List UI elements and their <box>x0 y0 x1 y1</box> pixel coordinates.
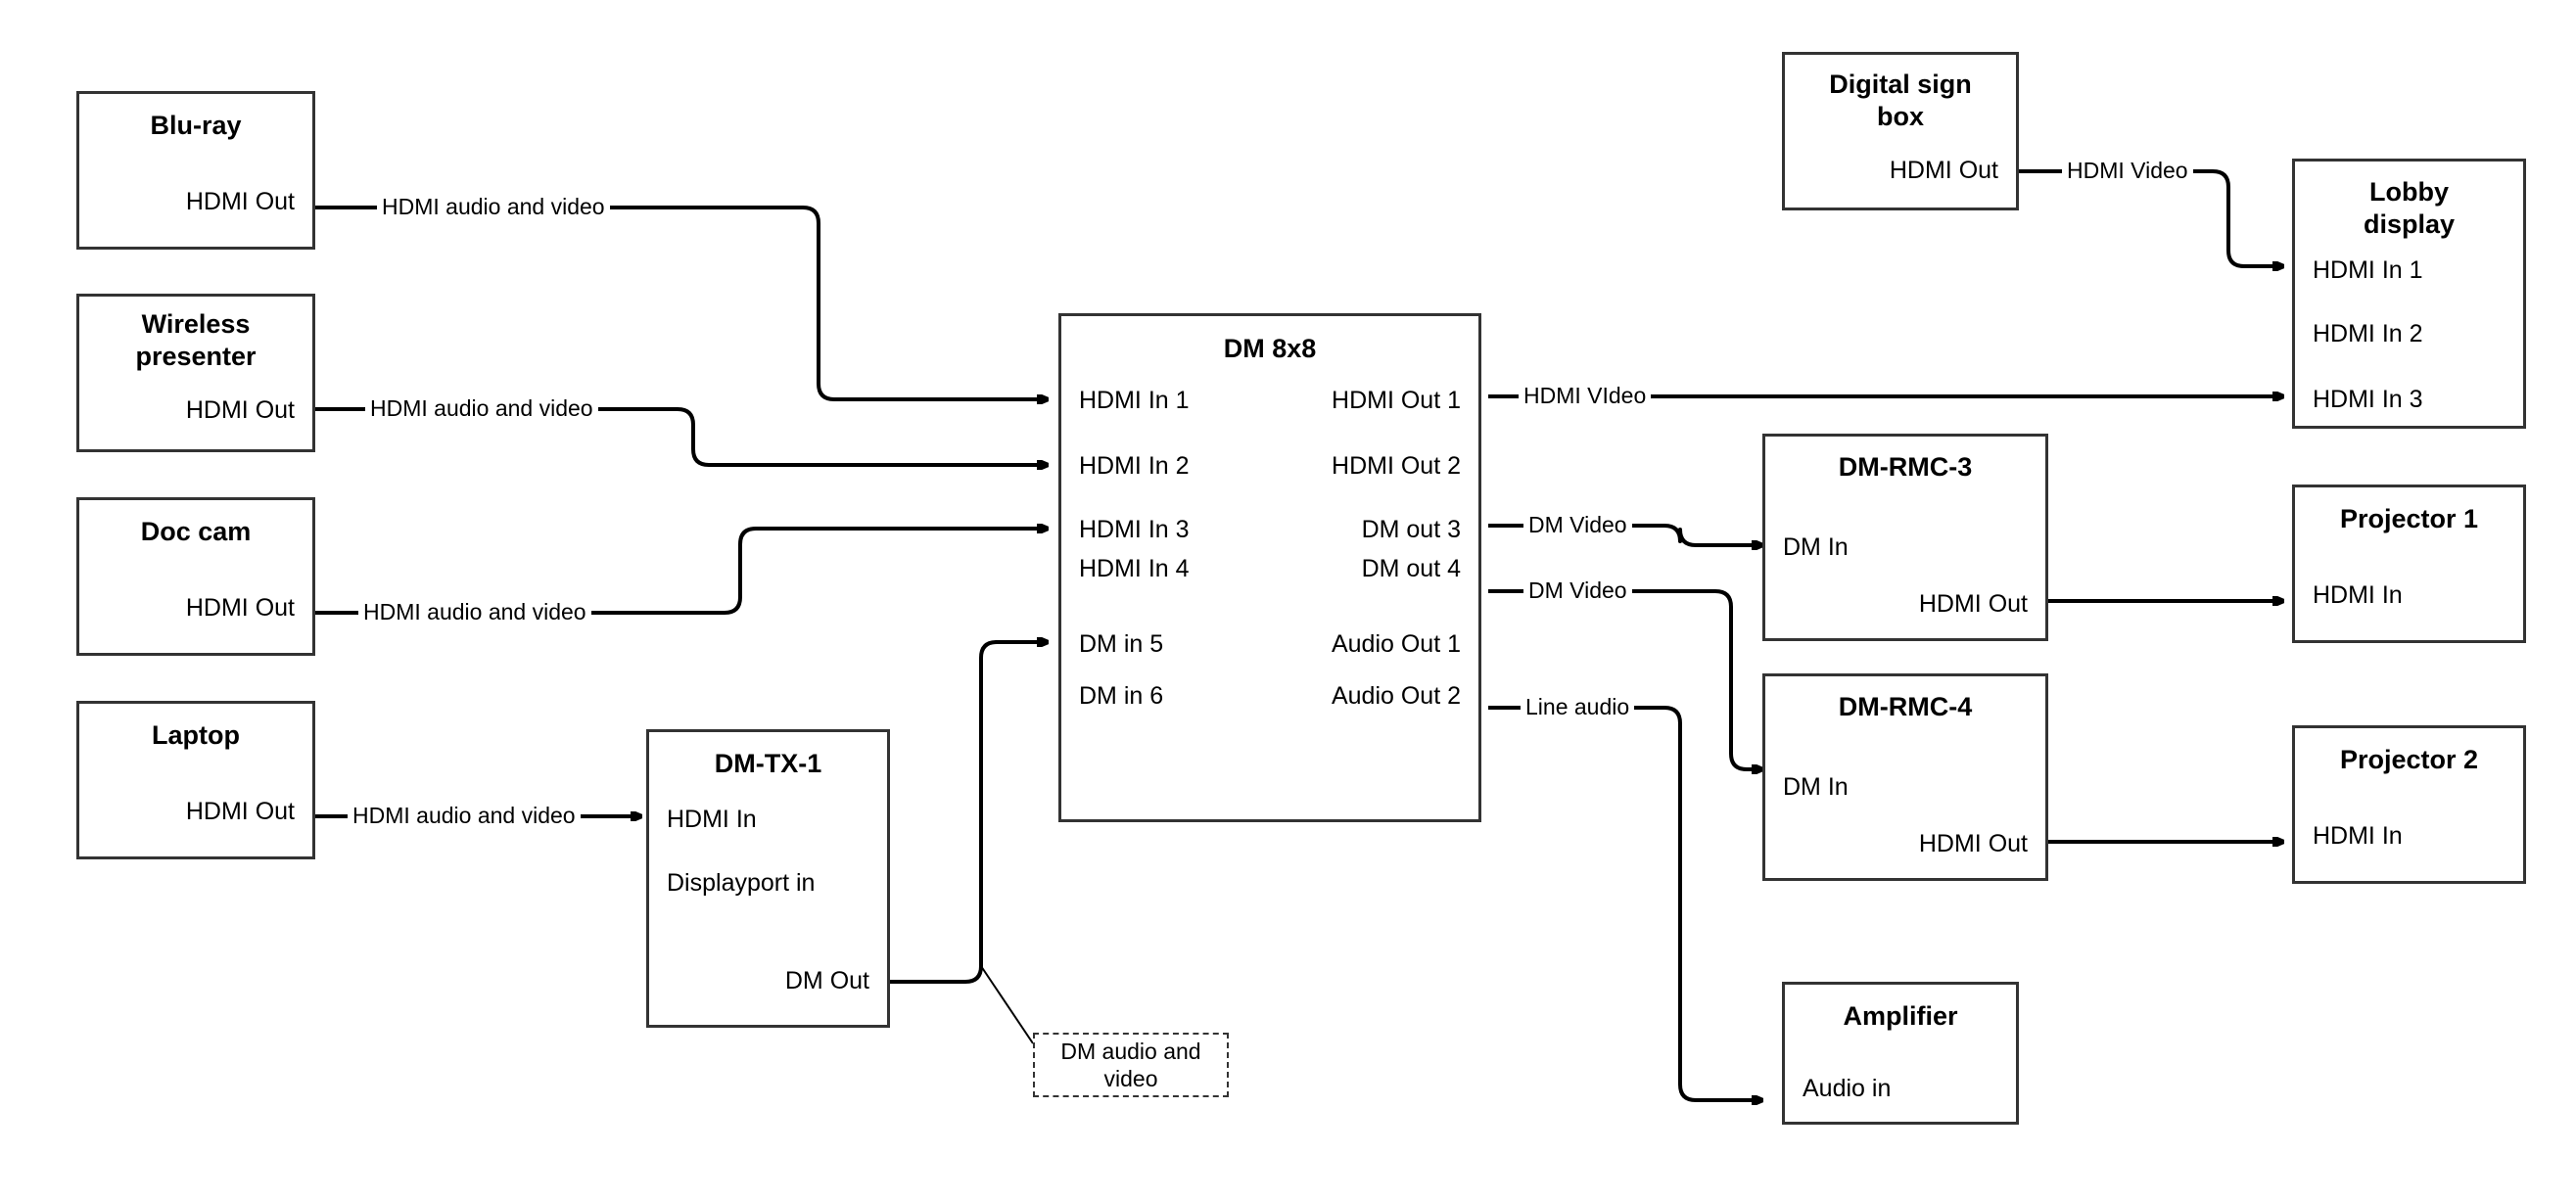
port-dm-out: DM Out <box>784 967 869 994</box>
edge-label-doccam: HDMI audio and video <box>358 599 591 625</box>
wire-dmtx1-to-dm-in5 <box>890 642 1048 984</box>
port-dm-in-6: DM in 6 <box>1079 682 1164 710</box>
wire-sign-to-lobby-in1 <box>2019 169 2283 266</box>
annotation-leader-line <box>980 965 1034 1044</box>
device-title-line2: presenter <box>135 342 257 371</box>
annotation-line2: video <box>1103 1066 1158 1091</box>
port-dm-in: DM In <box>1783 773 1849 801</box>
wire-doccam-to-hdmi-in3 <box>315 529 1048 615</box>
device-title: DM-RMC-3 <box>1838 452 1973 482</box>
edge-label-line-audio: Line audio <box>1521 694 1635 720</box>
device-title: DM-RMC-4 <box>1838 692 1973 721</box>
device-projector-1[interactable]: Projector 1 HDMI In <box>2292 485 2526 643</box>
port-hdmi-in-1: HDMI In 1 <box>1079 387 1190 414</box>
port-dm-in-5: DM in 5 <box>1079 630 1164 658</box>
device-dm-rmc-3[interactable]: DM-RMC-3 DM In HDMI Out <box>1762 434 2048 641</box>
device-dm-rmc-4[interactable]: DM-RMC-4 DM In HDMI Out <box>1762 673 2048 881</box>
device-amplifier[interactable]: Amplifier Audio in <box>1782 982 2019 1125</box>
wire-bluray-to-hdmi-in1 <box>315 206 1048 399</box>
port-hdmi-out: HDMI Out <box>185 594 295 622</box>
device-title: Doc cam <box>140 517 252 546</box>
edge-label-hdmi-video-sign: HDMI Video <box>2062 158 2193 184</box>
port-hdmi-in: HDMI In <box>2313 581 2403 609</box>
edge-label-bluray: HDMI audio and video <box>377 194 610 220</box>
port-hdmi-in-2: HDMI In 2 <box>1079 452 1190 480</box>
annotation-line1: DM audio and <box>1060 1038 1201 1064</box>
annotation-dm-audio-and-video: DM audio and video <box>1033 1033 1229 1097</box>
device-title: Laptop <box>152 720 240 750</box>
port-hdmi-in-1: HDMI In 1 <box>2313 256 2423 284</box>
wire-audioout1-to-amplifier <box>1488 706 1762 1100</box>
device-title: DM 8x8 <box>1223 334 1317 363</box>
device-title-line1: Digital sign <box>1829 69 1972 99</box>
port-hdmi-in-3: HDMI In 3 <box>2313 386 2423 413</box>
device-title-line2: display <box>2363 209 2456 239</box>
annotation-text: DM audio and video <box>1054 1038 1206 1092</box>
device-lobby-display[interactable]: Lobby display HDMI In 1 HDMI In 2 HDMI I… <box>2292 159 2526 429</box>
device-title: Projector 2 <box>2339 745 2479 774</box>
port-hdmi-out-1: HDMI Out 1 <box>1332 387 1461 414</box>
port-audio-out-2: Audio Out 2 <box>1331 682 1461 710</box>
port-hdmi-out: HDMI Out <box>185 798 295 825</box>
port-audio-out-1: Audio Out 1 <box>1331 630 1461 658</box>
device-digital-sign-box[interactable]: Digital sign box HDMI Out <box>1782 52 2019 210</box>
port-dm-out-3: DM out 3 <box>1361 516 1461 543</box>
port-hdmi-out: HDMI Out <box>1918 830 2028 857</box>
edge-label-dm-video-4: DM Video <box>1523 577 1632 604</box>
edge-label-wireless: HDMI audio and video <box>365 395 598 422</box>
port-hdmi-in-4: HDMI In 4 <box>1079 555 1190 582</box>
port-displayport-in: Displayport in <box>667 869 816 897</box>
port-hdmi-in-3: HDMI In 3 <box>1079 516 1190 543</box>
device-laptop[interactable]: Laptop HDMI Out <box>76 701 315 859</box>
device-title: Amplifier <box>1843 1001 1958 1031</box>
device-projector-2[interactable]: Projector 2 HDMI In <box>2292 725 2526 884</box>
device-title-line2: box <box>1876 102 1924 131</box>
port-hdmi-out: HDMI Out <box>185 188 295 215</box>
edge-label-hdmi-video-out1: HDMI VIdeo <box>1519 383 1652 409</box>
port-hdmi-out-2: HDMI Out 2 <box>1332 452 1461 480</box>
port-hdmi-out: HDMI Out <box>1918 590 2028 618</box>
device-dm-tx-1[interactable]: DM-TX-1 HDMI In Displayport in DM Out <box>646 729 890 1028</box>
device-title: Blu-ray <box>150 111 242 140</box>
port-hdmi-out: HDMI Out <box>1889 157 1998 184</box>
port-hdmi-in: HDMI In <box>2313 822 2403 850</box>
wire-dmout4-to-rmc4 <box>1488 589 1762 769</box>
device-dm-8x8[interactable]: DM 8x8 HDMI In 1 HDMI In 2 HDMI In 3 HDM… <box>1058 313 1481 822</box>
edge-label-laptop: HDMI audio and video <box>348 803 581 829</box>
edge-label-dm-video-3: DM Video <box>1523 512 1632 538</box>
port-audio-in: Audio in <box>1803 1075 1892 1102</box>
device-title: DM-TX-1 <box>714 749 822 778</box>
device-title-line1: Wireless <box>141 309 251 339</box>
device-title: Projector 1 <box>2339 504 2479 533</box>
device-blu-ray[interactable]: Blu-ray HDMI Out <box>76 91 315 250</box>
port-dm-out-4: DM out 4 <box>1361 555 1461 582</box>
wire-wireless-to-hdmi-in2 <box>315 407 1048 465</box>
port-dm-in: DM In <box>1783 533 1849 561</box>
port-hdmi-in-2: HDMI In 2 <box>2313 320 2423 347</box>
device-wireless-presenter[interactable]: Wireless presenter HDMI Out <box>76 294 315 452</box>
wire-dmout3-to-rmc3 <box>1488 524 1762 545</box>
port-hdmi-out: HDMI Out <box>185 396 295 424</box>
device-title-line1: Lobby <box>2369 177 2449 207</box>
device-doc-cam[interactable]: Doc cam HDMI Out <box>76 497 315 656</box>
port-hdmi-in: HDMI In <box>667 806 757 833</box>
